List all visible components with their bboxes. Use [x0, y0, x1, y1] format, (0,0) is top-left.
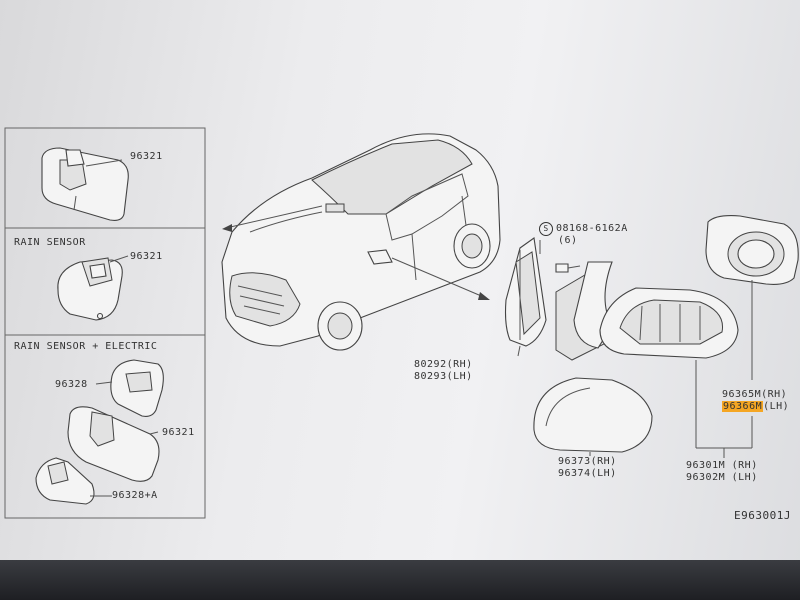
panel3-title: RAIN SENSOR + ELECTRIC	[14, 341, 158, 352]
callout-arrows	[222, 205, 490, 300]
panel1-part-label: 96321	[130, 151, 163, 162]
figure-id-label: E963001J	[734, 509, 791, 522]
screw-code-label: 08168-6162A	[556, 223, 628, 234]
glass-rh-label: 96365M(RH)	[722, 389, 788, 400]
vehicle-illustration	[221, 133, 501, 351]
monitor-bezel	[0, 560, 800, 600]
panel2-part-label: 96321	[130, 251, 163, 262]
door-mirror-components	[504, 215, 799, 458]
glass-lh-suffix: (LH)	[763, 401, 790, 412]
assembly-lh-label: 96302M (LH)	[686, 472, 758, 483]
glass-lh-code-highlight: 96366M	[722, 401, 764, 412]
panel3-lower-label: 96328+A	[112, 490, 158, 501]
glass-lh-label: 96366M(LH)	[722, 401, 789, 412]
screw-symbol: S	[539, 222, 553, 236]
panel3-cover-label: 96328	[55, 379, 88, 390]
cover-lh-label: 96374(LH)	[558, 468, 617, 479]
cover-rh-label: 96373(RH)	[558, 456, 617, 467]
rearview-mirror-basic	[41, 147, 129, 221]
assembly-rh-label: 96301M (RH)	[686, 460, 758, 471]
panel2-title: RAIN SENSOR	[14, 237, 86, 248]
rearview-mirror-rain-electric	[35, 359, 164, 505]
rearview-mirror-rain-sensor	[57, 255, 129, 321]
panel3-mirror-label: 96321	[162, 427, 195, 438]
finisher-rh-label: 80292(RH)	[414, 359, 473, 370]
finisher-lh-label: 80293(LH)	[414, 371, 473, 382]
inset-panels	[4, 127, 206, 519]
screw-qty-label: (6)	[558, 235, 578, 246]
